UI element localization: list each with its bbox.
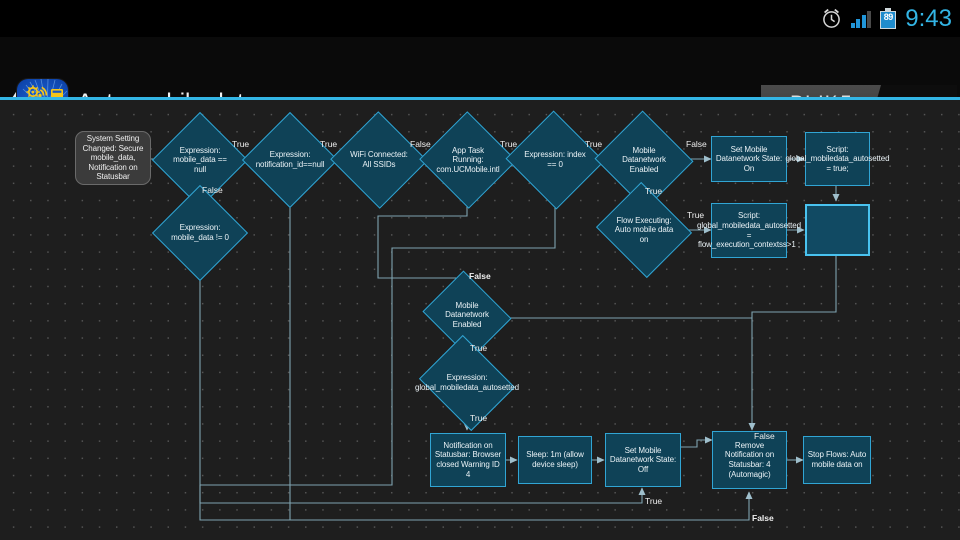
accent-divider [0,97,960,100]
alarm-icon [821,8,842,29]
flow-node-condition[interactable]: WiFi Connected: All SSIDs [330,111,428,209]
battery-percent: 89 [883,12,894,22]
edge-label: True [500,139,518,149]
action-bar: ❮ [0,37,960,130]
edge-label: True [470,413,488,423]
flow-node-action-selected[interactable] [805,204,870,256]
flow-node-action[interactable]: Script: global_mobiledata_autosetted = f… [697,203,801,258]
status-bar-icons: 89 9:43 [821,0,952,37]
flow-node-action[interactable]: Script: global_mobiledata_autosetted = t… [786,132,890,186]
status-bar: 89 9:43 [0,0,960,37]
edge-label: True [645,186,663,196]
flow-node-action[interactable]: Set Mobile Datanetwork State: Off [605,433,681,487]
status-clock: 9:43 [905,4,952,32]
edge-label: False [686,139,707,149]
edge-label: False [754,431,775,441]
signal-icon [850,10,872,28]
flow-node-condition[interactable]: Expression: notification_id==null [241,111,339,209]
edge-label: True [470,343,488,353]
flow-node-action[interactable]: Sleep: 1m (allow device sleep) [518,436,592,484]
flow-node-condition[interactable]: Expression: global_mobiledata_autosetted [415,334,519,432]
edge-label: False [202,185,223,195]
edge-label: True [232,139,250,149]
edge-label: False [410,139,431,149]
flow-node-condition[interactable]: App Task Running: com.UCMobile.intl [419,111,517,209]
edge-label: True [645,496,663,506]
flow-node-condition[interactable]: Mobile Datanetwork Enabled [422,270,512,360]
flow-node-condition[interactable]: Expression: mobile_data == null [151,111,249,209]
flow-node-action[interactable]: Remove Notification on Statusbar: 4 (Aut… [712,431,787,489]
flow-node-condition[interactable]: Expression: mobile_data != 0 [151,184,249,282]
edge-label: False [752,513,774,523]
flow-node-action[interactable]: Notification on Statusbar: Browser close… [430,433,506,487]
battery-icon: 89 [880,8,897,29]
flow-node-condition[interactable]: Mobile Datanetwork Enabled [594,110,694,210]
flow-node-action[interactable]: Set Mobile Datanetwork State: On [711,136,787,182]
edge-label: True [687,210,705,220]
edge-label: False [469,271,491,281]
edge-label: True [320,139,338,149]
flow-node-action[interactable]: Stop Flows: Auto mobile data on [803,436,871,484]
edge-label: True [585,139,603,149]
flow-node-trigger[interactable]: System Setting Changed: Secure mobile_da… [75,131,151,185]
flow-node-condition[interactable]: Expression: index == 0 [505,110,605,210]
flow-canvas[interactable]: System Setting Changed: Secure mobile_da… [0,100,960,540]
flow-node-condition[interactable]: Flow Executing: Auto mobile data on [595,181,693,279]
